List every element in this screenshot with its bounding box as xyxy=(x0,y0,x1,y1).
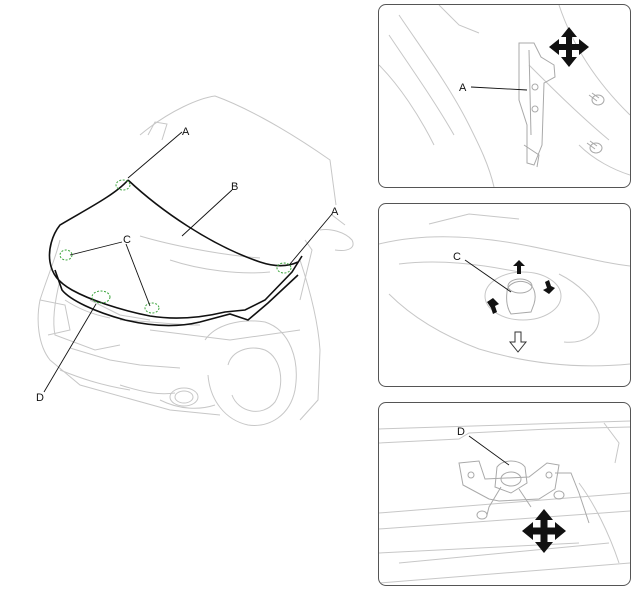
hinge-mark-left xyxy=(115,179,131,191)
detail-hood-hinge: A xyxy=(378,4,631,188)
bumper-illustration: C xyxy=(379,213,630,367)
callout-b: B xyxy=(231,181,238,193)
bumper-callout-c: C xyxy=(453,251,461,263)
hood-front-edge xyxy=(54,269,299,327)
detail-hood-bumper: C xyxy=(378,203,631,387)
hinge-illustration: A xyxy=(379,5,630,187)
four-way-arrow-icon xyxy=(549,27,589,67)
latch-callout-d: D xyxy=(457,426,465,438)
callout-c: C xyxy=(123,234,131,246)
callout-a-left: A xyxy=(182,126,190,138)
bumper-mark-right xyxy=(144,302,160,314)
down-arrow-icon xyxy=(508,331,528,353)
hood-outline xyxy=(48,179,303,319)
hinge-callout-a: A xyxy=(459,82,467,94)
vehicle-body xyxy=(37,95,354,426)
latch-illustration: D xyxy=(379,420,630,584)
windshield-edge xyxy=(127,179,299,267)
rotate-arrow-icon xyxy=(487,260,555,314)
detail-hood-latch: D xyxy=(378,402,631,586)
four-way-arrow-icon xyxy=(522,509,566,553)
vehicle-front-view: A B A C D xyxy=(36,95,354,426)
bumper-mark-left xyxy=(59,249,73,261)
callout-a-right: A xyxy=(331,206,339,218)
hinge-mark-right xyxy=(276,262,292,274)
latch-mark xyxy=(91,290,111,304)
callout-d: D xyxy=(36,392,44,404)
